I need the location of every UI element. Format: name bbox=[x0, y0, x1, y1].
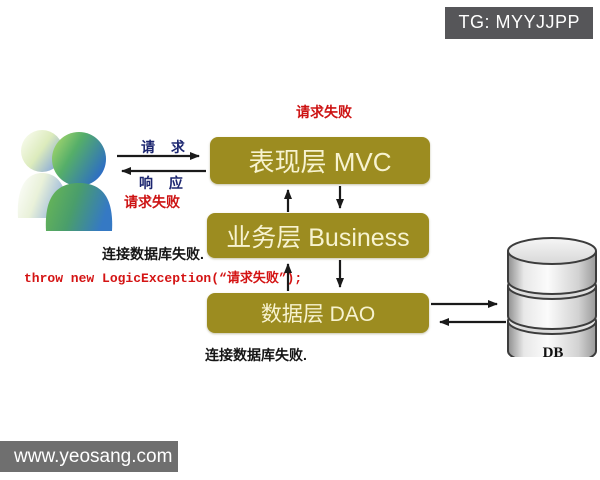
layer-box-mvc-label: 表现层 MVC bbox=[248, 147, 392, 177]
tg-watermark-badge: TG: MYYJJPP bbox=[445, 7, 593, 39]
client-error-label: 请求失败 bbox=[124, 194, 180, 210]
request-label: 请 求 bbox=[141, 139, 185, 155]
business-error-note: 连接数据库失败. bbox=[102, 246, 204, 262]
throw-statement: throw new LogicException(“请求失败”); bbox=[24, 271, 303, 286]
top-error-label: 请求失败 bbox=[296, 104, 352, 120]
layer-box-business: 业务层 Business bbox=[207, 213, 429, 258]
layer-box-mvc: 表现层 MVC bbox=[210, 137, 430, 184]
layer-box-dao-label: 数据层 DAO bbox=[260, 303, 376, 326]
site-watermark-bar: www.yeosang.com bbox=[0, 441, 178, 472]
database-icon bbox=[507, 237, 597, 357]
db-label: DB bbox=[542, 345, 564, 361]
layer-box-dao: 数据层 DAO bbox=[207, 293, 429, 333]
response-label: 响 应 bbox=[139, 175, 183, 191]
dao-error-note: 连接数据库失败. bbox=[205, 347, 307, 363]
layer-box-business-label: 业务层 Business bbox=[226, 223, 410, 252]
msn-people-icon bbox=[17, 130, 113, 231]
